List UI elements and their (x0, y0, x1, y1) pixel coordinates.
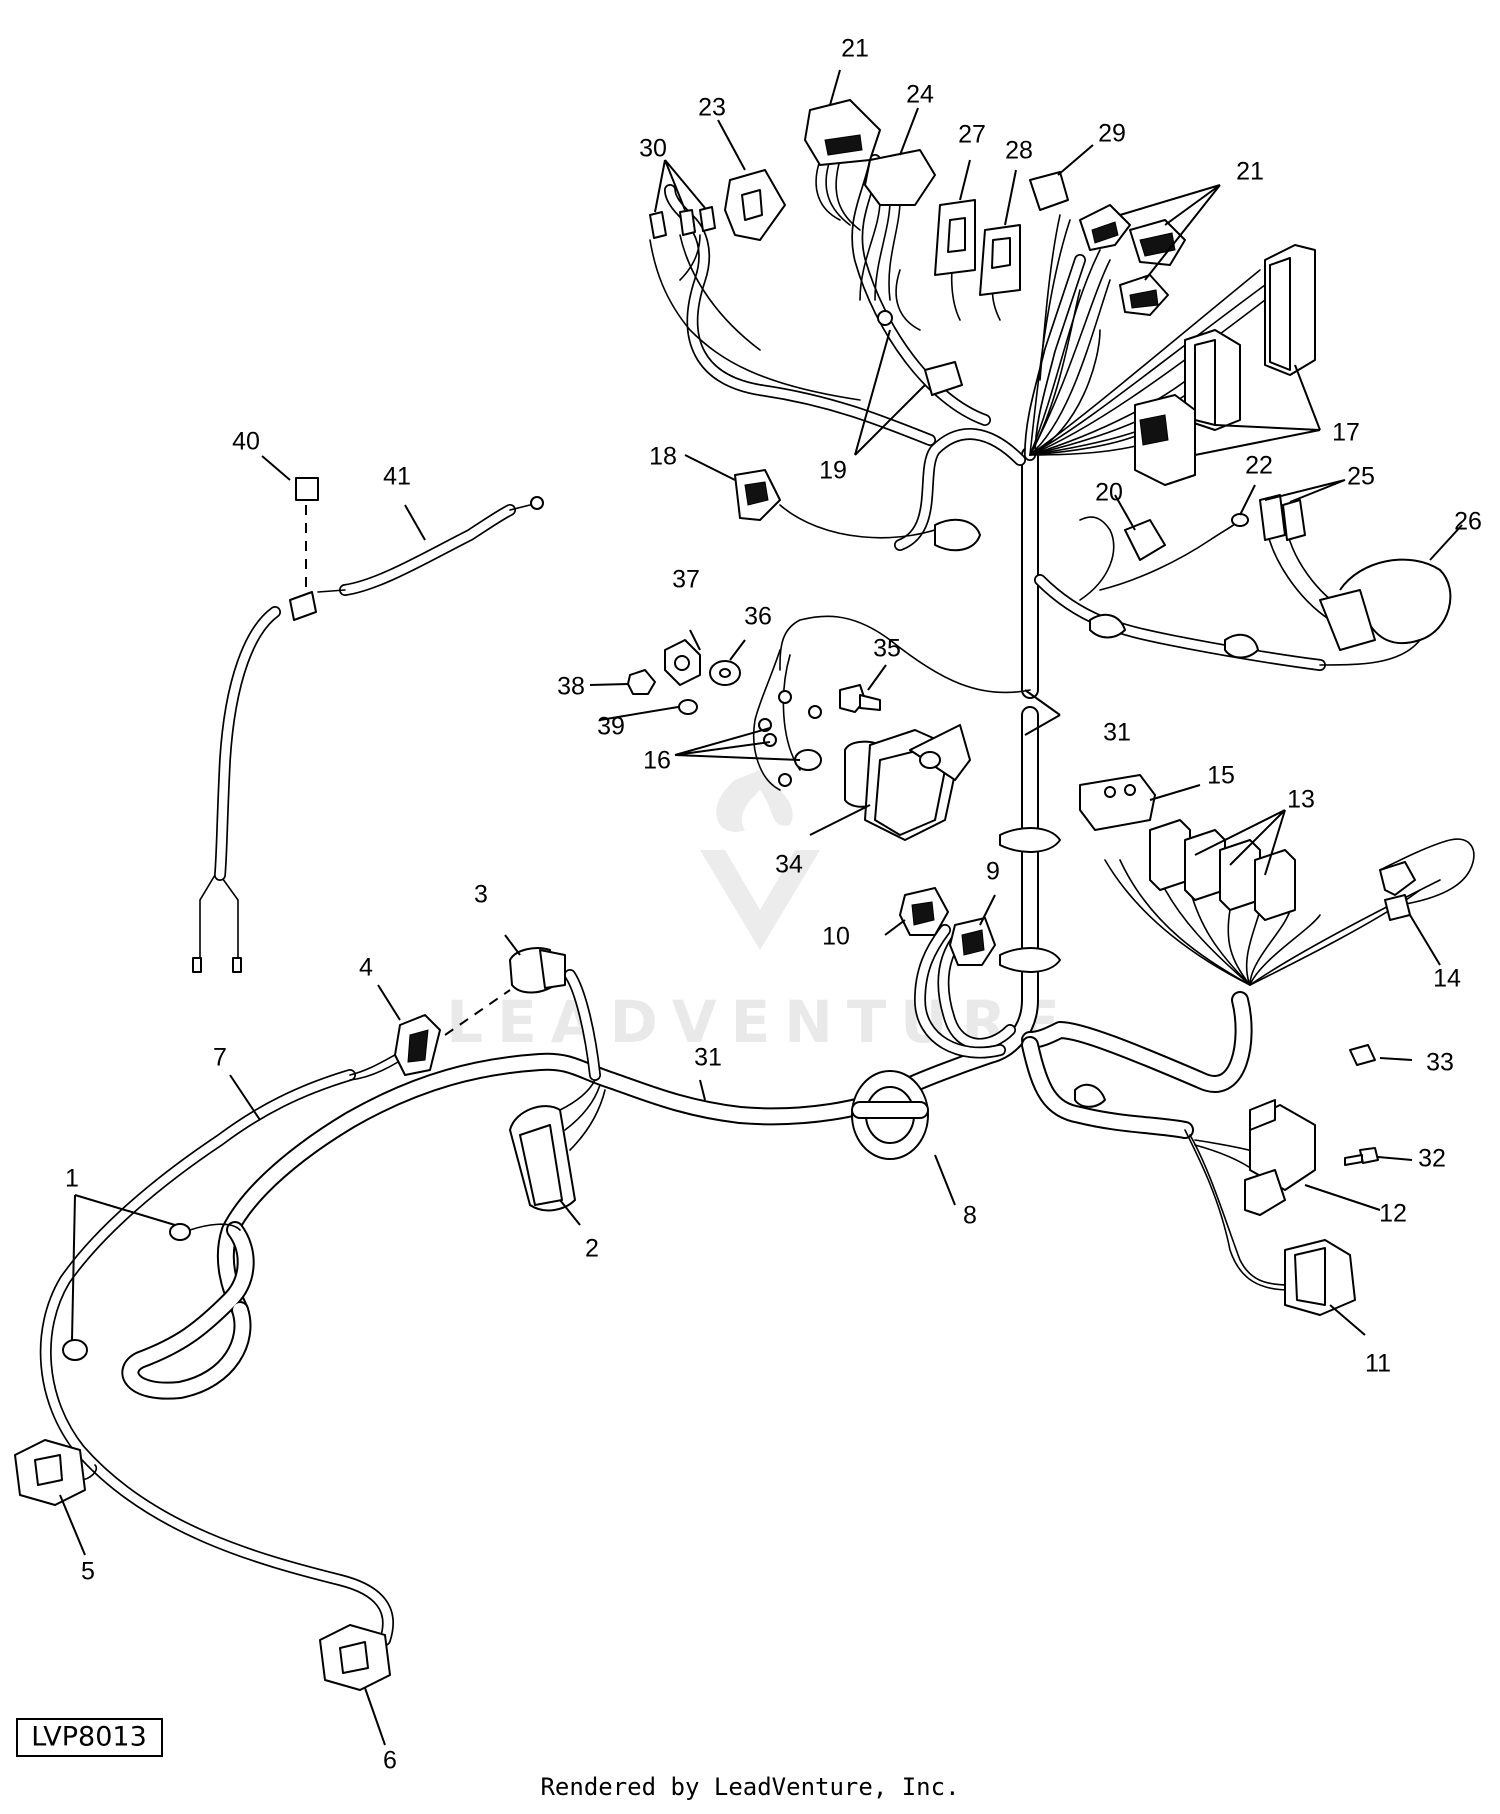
callout-37: 37 (672, 566, 700, 594)
figure-code: LVP8013 (31, 1722, 147, 1753)
callout-26: 26 (1454, 508, 1482, 536)
callout-labels: 1 2 3 4 5 6 7 8 9 10 11 12 13 14 15 16 1… (65, 35, 1482, 1775)
callout-15: 15 (1207, 762, 1235, 790)
callout-5: 5 (81, 1558, 95, 1586)
callout-8: 8 (963, 1202, 977, 1230)
callout-18: 18 (649, 443, 677, 471)
part-41-harness (192, 477, 544, 973)
callout-1: 1 (65, 1165, 79, 1193)
callout-31-lower: 31 (694, 1044, 722, 1072)
callout-17: 17 (1332, 419, 1360, 447)
callout-16: 16 (643, 747, 671, 775)
callout-21-top: 21 (841, 35, 869, 63)
callout-40: 40 (232, 428, 260, 456)
callout-12: 12 (1379, 1200, 1407, 1228)
callout-13: 13 (1287, 786, 1315, 814)
callout-25: 25 (1347, 463, 1375, 491)
callout-9: 9 (986, 858, 1000, 886)
callout-7: 7 (213, 1044, 227, 1072)
callout-19: 19 (819, 457, 847, 485)
callout-27: 27 (958, 121, 986, 149)
callout-41: 41 (383, 463, 411, 491)
callout-28: 28 (1005, 137, 1033, 165)
callout-21-right: 21 (1236, 158, 1264, 186)
callout-20: 20 (1095, 479, 1123, 507)
callout-31-upper: 31 (1103, 719, 1131, 747)
callout-36: 36 (744, 603, 772, 631)
watermark: LEADVENTURE (446, 770, 1060, 1056)
harness-tubes (39, 154, 1326, 1646)
leader-lines (59, 69, 1463, 1746)
callout-10: 10 (822, 923, 850, 951)
callout-29: 29 (1098, 120, 1126, 148)
callout-24: 24 (906, 81, 934, 109)
footer-credit: Rendered by LeadVenture, Inc. (540, 1773, 959, 1801)
callout-3: 3 (474, 881, 488, 909)
callout-14: 14 (1433, 965, 1461, 993)
callout-30: 30 (639, 135, 667, 163)
callout-33: 33 (1426, 1049, 1454, 1077)
callout-38: 38 (557, 673, 585, 701)
callout-6: 6 (383, 1747, 397, 1775)
callout-11: 11 (1365, 1350, 1391, 1378)
callout-34: 34 (775, 851, 803, 879)
callout-4: 4 (359, 954, 373, 982)
callout-2: 2 (585, 1235, 599, 1263)
callout-32: 32 (1418, 1145, 1446, 1173)
callout-35: 35 (873, 635, 901, 663)
callout-22: 22 (1245, 452, 1273, 480)
figure-code-box: LVP8013 (16, 1718, 163, 1757)
callout-23: 23 (698, 94, 726, 122)
callout-39: 39 (597, 713, 625, 741)
components (14, 99, 1452, 1691)
